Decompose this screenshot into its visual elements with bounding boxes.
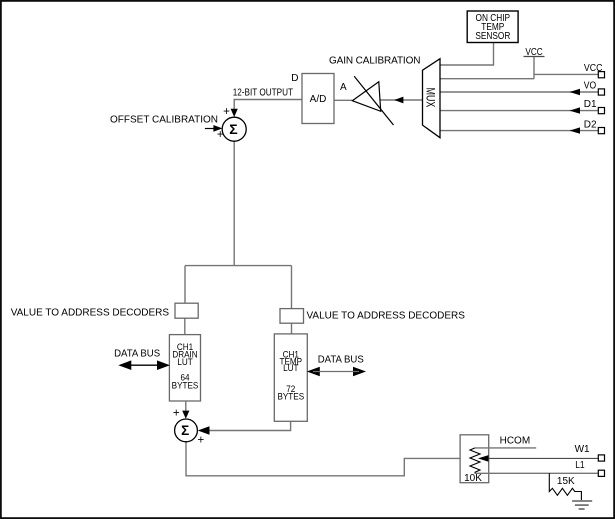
svg-text:Σ: Σ [181,423,189,438]
svg-text:+: + [223,106,230,118]
svg-text:VALUE TO ADDRESS DECODERS: VALUE TO ADDRESS DECODERS [11,308,170,319]
svg-text:TEMP: TEMP [481,21,504,32]
svg-text:Σ: Σ [229,121,237,137]
svg-text:LUT: LUT [283,363,299,374]
svg-text:VCC: VCC [525,46,543,57]
svg-text:L1: L1 [575,459,584,470]
svg-text:DATA BUS: DATA BUS [318,354,364,365]
svg-text:CH1: CH1 [177,341,193,352]
svg-text:SENSOR: SENSOR [475,30,510,41]
svg-text:W1: W1 [575,444,590,455]
svg-text:BYTES: BYTES [277,391,304,402]
svg-text:OFFSET CALIBRATION: OFFSET CALIBRATION [110,115,218,126]
svg-text:HCOM: HCOM [500,436,531,447]
svg-text:A: A [340,82,347,93]
svg-text:12-BIT OUTPUT: 12-BIT OUTPUT [233,87,294,98]
svg-text:+: + [198,434,205,446]
svg-text:+: + [173,407,180,419]
svg-text:DATA BUS: DATA BUS [114,348,160,359]
svg-text:VCC: VCC [584,61,603,73]
svg-text:GAIN CALIBRATION: GAIN CALIBRATION [329,56,421,67]
svg-text:72: 72 [286,383,295,394]
svg-text:VO: VO [584,80,596,91]
svg-text:CH1: CH1 [283,349,299,360]
svg-text:LUT: LUT [177,356,193,367]
svg-text:15K: 15K [557,476,575,487]
svg-text:D1: D1 [584,99,597,110]
svg-text:10K: 10K [464,473,482,484]
svg-text:+: + [217,129,224,141]
svg-text:BYTES: BYTES [172,380,199,391]
svg-text:MUX: MUX [423,88,435,108]
svg-text:VALUE TO ADDRESS DECODERS: VALUE TO ADDRESS DECODERS [307,310,466,321]
svg-text:ON CHIP: ON CHIP [476,12,511,23]
svg-text:A/D: A/D [310,94,327,105]
svg-text:64: 64 [180,372,189,383]
svg-text:DRAIN: DRAIN [172,349,197,360]
svg-text:D: D [291,73,298,84]
svg-text:TEMP: TEMP [279,356,302,367]
svg-text:D2: D2 [584,120,597,131]
